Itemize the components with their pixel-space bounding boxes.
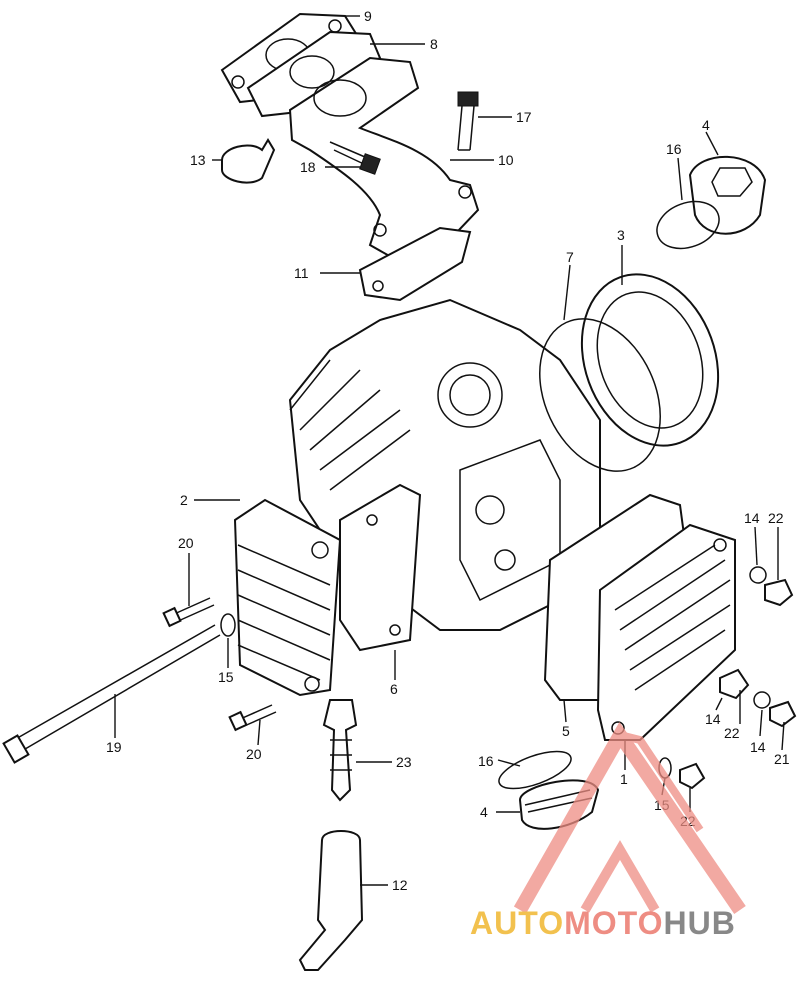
- cylinder-2: [233, 498, 342, 697]
- nut-21: [769, 700, 797, 728]
- callout-9: 9: [364, 8, 372, 24]
- callout-6: 6: [390, 681, 398, 697]
- callout-18: 18: [300, 159, 316, 175]
- nut-22c: [679, 762, 706, 790]
- callout-14-top: 14: [744, 510, 760, 526]
- gasket-11: [358, 226, 472, 302]
- callout-16-bottom: 16: [478, 753, 494, 769]
- watermark-text: AUTOMOTOHUB: [470, 905, 736, 942]
- intake-pipe-10: [288, 56, 480, 264]
- callout-3: 3: [617, 227, 625, 243]
- watermark-hub: HUB: [663, 905, 736, 941]
- callout-22-top: 22: [768, 510, 784, 526]
- callout-14-mid: 14: [705, 711, 721, 727]
- callout-5: 5: [562, 723, 570, 739]
- washer-15a: [220, 613, 236, 637]
- callout-16-top: 16: [666, 141, 682, 157]
- plug-cap-12: [298, 830, 364, 971]
- callout-10: 10: [498, 152, 514, 168]
- watermark-triangle-logo: [513, 721, 746, 914]
- callout-13: 13: [190, 152, 206, 168]
- callout-2: 2: [180, 492, 188, 508]
- stud-19: [13, 624, 221, 753]
- callout-17: 17: [516, 109, 532, 125]
- gasket-6: [339, 483, 422, 652]
- spark-plug-23: [322, 699, 358, 802]
- callout-22-mid: 22: [724, 725, 740, 741]
- callout-7: 7: [566, 249, 574, 265]
- o-ring-16-bottom: [498, 750, 572, 790]
- callout-1: 1: [620, 771, 628, 787]
- watermark-auto: AUTO: [470, 905, 565, 941]
- callout-labels: 9 8 17 13 18 10 4 16 3 7 11 2 20 14 22 1…: [106, 8, 790, 893]
- callout-20-bottom: 20: [246, 746, 262, 762]
- nut-22b: [719, 668, 750, 700]
- bolt-20a: [171, 597, 215, 623]
- nut-22a: [764, 578, 794, 607]
- washer-14c: [753, 691, 771, 709]
- callout-4-bottom: 4: [480, 804, 488, 820]
- callout-11: 11: [294, 265, 309, 281]
- callout-4-top: 4: [702, 117, 710, 133]
- callout-23: 23: [396, 754, 412, 770]
- callout-20-top: 20: [178, 535, 194, 551]
- o-ring-7: [539, 318, 661, 472]
- callout-14-right: 14: [750, 739, 766, 755]
- watermark-moto: MOTO: [564, 905, 664, 941]
- washer-14a: [749, 566, 767, 584]
- side-cover-3: [580, 273, 720, 447]
- callout-12: 12: [392, 877, 408, 893]
- clamp-13: [221, 138, 276, 184]
- bolt-17-head: [457, 91, 479, 107]
- callout-21: 21: [774, 751, 790, 767]
- valve-cover-1: [596, 523, 736, 741]
- callout-15-left: 15: [218, 669, 234, 685]
- callout-19: 19: [106, 739, 122, 755]
- callout-8: 8: [430, 36, 438, 52]
- o-ring-16-top: [656, 200, 720, 250]
